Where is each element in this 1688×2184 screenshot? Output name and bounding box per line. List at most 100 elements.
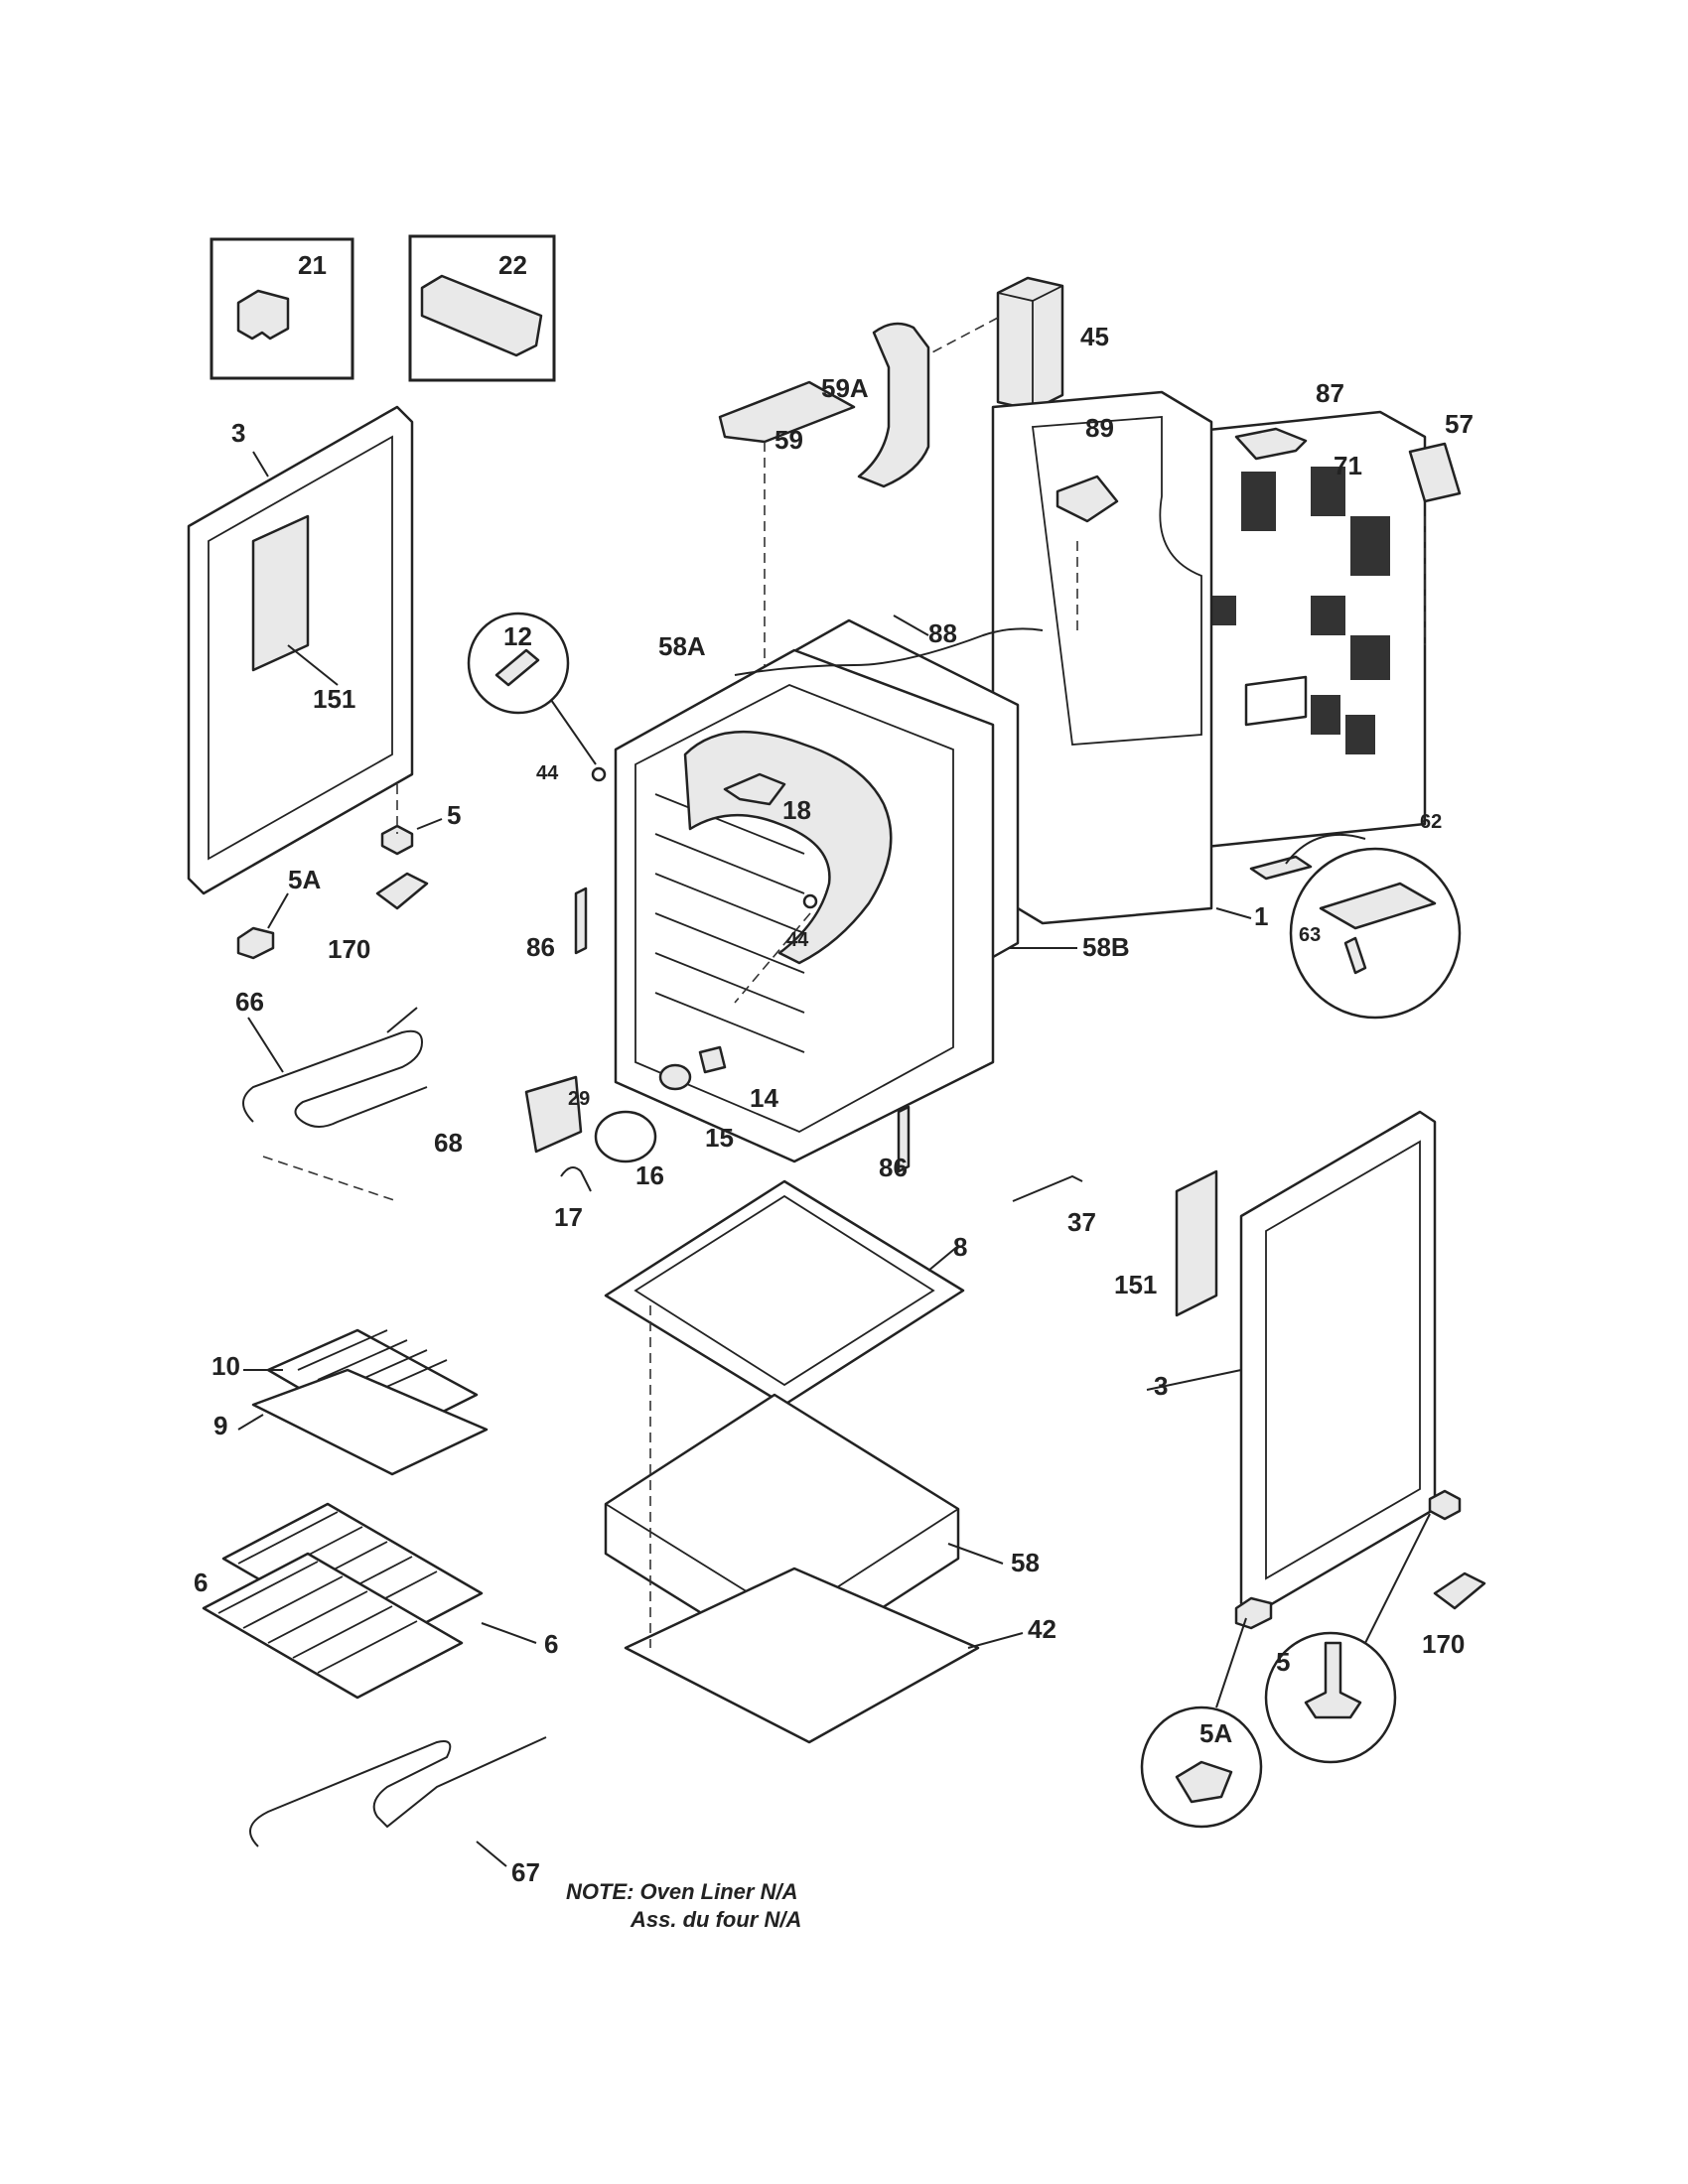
part-170-bracket-left	[375, 872, 429, 910]
part-5a-leg-detail	[1175, 1760, 1233, 1804]
callout-6-right: 6	[544, 1629, 558, 1659]
part-5-leveler-left	[380, 824, 414, 856]
part-18-bracket	[723, 772, 786, 806]
callout-16: 16	[635, 1160, 664, 1190]
callout-15: 15	[705, 1123, 734, 1153]
part-1-frame-cutout	[1031, 416, 1202, 746]
callout-59: 59	[774, 425, 803, 455]
part-58a-rack-supports	[654, 793, 805, 1053]
part-12-switch	[494, 648, 540, 687]
part-151-bracket-left	[251, 514, 310, 672]
callout-58a: 58A	[658, 631, 706, 661]
callout-42: 42	[1028, 1614, 1056, 1644]
callout-170-left: 170	[328, 934, 370, 964]
callout-88: 88	[928, 618, 957, 648]
callout-62: 62	[1420, 811, 1442, 833]
part-8-bottom-panel	[604, 1179, 965, 1407]
callout-18: 18	[782, 795, 811, 825]
callout-44-lower: 44	[786, 929, 809, 951]
callout-67: 67	[511, 1857, 540, 1887]
part-44-screw-lower	[802, 893, 818, 909]
callout-170-right: 170	[1422, 1629, 1465, 1659]
note-line-1: NOTE: Oven Liner N/A	[566, 1879, 798, 1904]
callout-59a: 59A	[821, 373, 869, 403]
callout-17: 17	[554, 1202, 583, 1232]
part-5a-leg-left	[236, 926, 275, 960]
callout-5-left: 5	[447, 800, 461, 830]
part-57-cover	[1408, 442, 1462, 503]
callout-5a-left: 5A	[288, 865, 321, 894]
callout-58b: 58B	[1082, 932, 1130, 962]
callout-14: 14	[750, 1083, 778, 1113]
part-16-lens	[594, 1110, 657, 1163]
part-14-socket	[698, 1045, 727, 1074]
note-line-2: Ass. du four N/A	[631, 1907, 802, 1932]
callout-5a-right: 5A	[1199, 1718, 1232, 1748]
callout-44-upper: 44	[536, 762, 559, 784]
callout-86-right: 86	[879, 1153, 908, 1182]
part-9-broiler-pan	[251, 1368, 489, 1476]
part-71-access-cover	[1244, 675, 1308, 727]
callout-5-right: 5	[1276, 1647, 1290, 1677]
part-62-terminal-block	[1319, 882, 1437, 930]
part-22-bracket	[420, 274, 543, 357]
callout-63: 63	[1299, 924, 1321, 946]
part-58-insulation-pad	[604, 1393, 960, 1670]
callout-58: 58	[1011, 1548, 1040, 1577]
callout-3-left: 3	[231, 418, 245, 448]
part-170-bracket-right	[1433, 1571, 1486, 1610]
part-29-light-housing	[524, 1075, 583, 1154]
part-86-bracket-right	[897, 1105, 911, 1173]
callout-151-left: 151	[313, 684, 355, 714]
detail-arrow-62	[1285, 833, 1366, 865]
inset-box-part-22	[408, 234, 556, 382]
callout-6-left: 6	[194, 1568, 208, 1597]
part-59-duct	[718, 380, 856, 444]
inset-box-part-21	[210, 237, 354, 380]
callout-12: 12	[503, 621, 532, 651]
part-59a-duct	[857, 322, 930, 488]
callout-29: 29	[568, 1088, 590, 1110]
part-86-bracket-left	[574, 887, 588, 955]
part-3-side-panel-left	[187, 405, 414, 895]
part-42-bottom-tray	[624, 1567, 980, 1744]
part-1-frame	[991, 390, 1213, 925]
callout-21: 21	[298, 250, 327, 280]
part-6-oven-rack-lower	[202, 1552, 464, 1700]
callout-89: 89	[1085, 413, 1114, 443]
part-5-leveler-right	[1428, 1489, 1462, 1521]
part-151-bracket-right	[1175, 1169, 1218, 1317]
part-66-broil-element	[242, 1029, 428, 1128]
callout-66: 66	[235, 987, 264, 1017]
part-87-plate	[1234, 427, 1308, 461]
callout-37: 37	[1067, 1207, 1096, 1237]
callout-71: 71	[1334, 451, 1362, 480]
part-5-leveler-detail	[1304, 1641, 1362, 1719]
callout-9: 9	[213, 1411, 227, 1440]
callout-57: 57	[1445, 409, 1474, 439]
callout-10: 10	[211, 1351, 240, 1381]
callout-151-right: 151	[1114, 1270, 1157, 1299]
part-89-bracket	[1055, 475, 1119, 523]
callout-86-left: 86	[526, 932, 555, 962]
part-45-duct	[996, 276, 1064, 412]
part-37-wire	[1012, 1174, 1083, 1202]
callout-87: 87	[1316, 378, 1344, 408]
callout-1: 1	[1254, 901, 1268, 931]
part-88-wire	[734, 627, 1044, 676]
part-3-side-panel-right	[1239, 1110, 1437, 1615]
callout-68: 68	[434, 1128, 463, 1158]
part-62-detail-circle	[1289, 847, 1462, 1020]
callout-45: 45	[1080, 322, 1109, 351]
part-15-bulb	[658, 1063, 692, 1091]
part-44-screw-upper	[591, 766, 607, 782]
callout-8: 8	[953, 1232, 967, 1262]
part-21-bracket	[236, 289, 290, 341]
part-17-clip	[560, 1166, 592, 1192]
part-62-terminal-small	[1249, 855, 1313, 881]
part-63-clip	[1343, 936, 1367, 975]
part-67-bake-element	[249, 1736, 547, 1847]
callout-22: 22	[498, 250, 527, 280]
